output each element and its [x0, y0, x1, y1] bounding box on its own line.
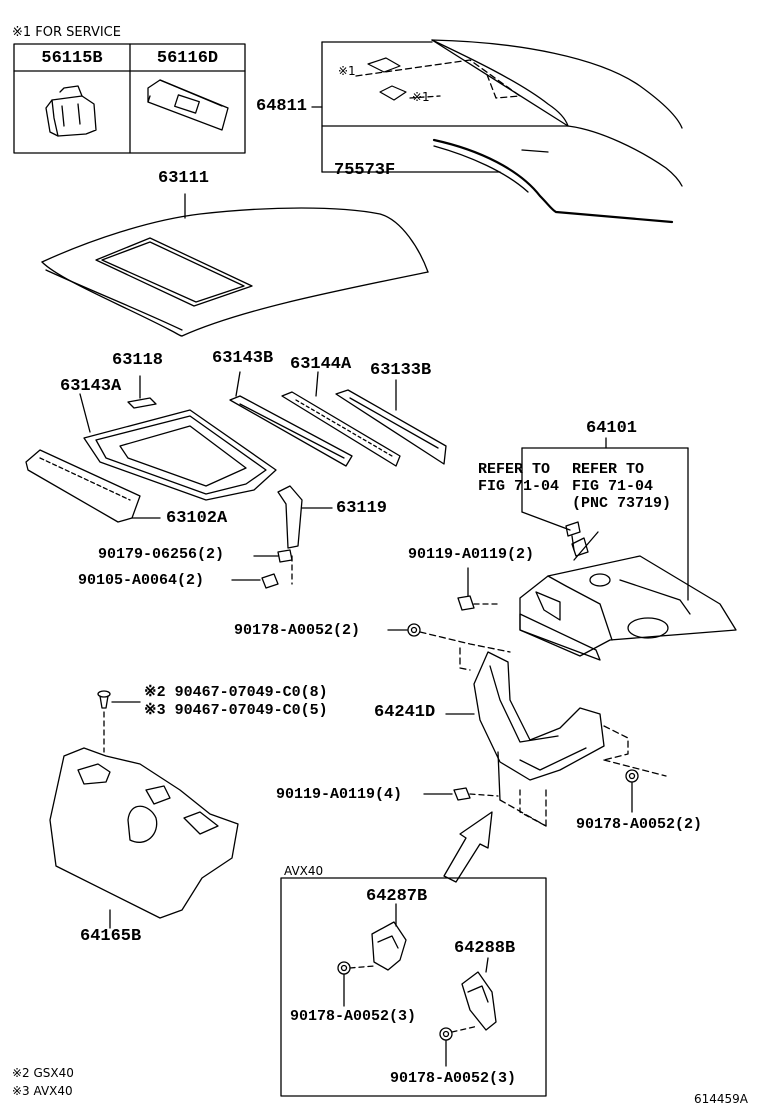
label-64811: 64811 [256, 97, 308, 116]
label-63102A: 63102A [166, 509, 228, 528]
refer2-line2: FIG 71-04 [572, 478, 654, 495]
label-90105-A0064: 90105-A0064(2) [78, 572, 205, 589]
label-63143A: 63143A [60, 377, 122, 396]
note-avx40: ※3 AVX40 [12, 1084, 73, 1098]
refer1-line1: REFER TO [478, 461, 551, 478]
avx40-box [280, 877, 547, 1097]
direction-arrow-icon [443, 811, 493, 883]
label-90467-avx: ※3 90467-07049-C0(5) [144, 702, 328, 719]
label-90467-gsx: ※2 90467-07049-C0(8) [144, 684, 328, 701]
clip-pin-icon [97, 690, 111, 709]
service-mark-upper: ※1 [338, 64, 356, 78]
bolt-icon [253, 549, 293, 563]
label-64287B: 64287B [366, 887, 428, 906]
label-64241D: 64241D [374, 703, 436, 722]
label-90178-A0052-c: 90178-A0052(3) [290, 1008, 417, 1025]
bolt-icon [457, 595, 501, 611]
service-part-56116D: 56116D [156, 49, 219, 68]
service-mark-lower: ※1 [412, 90, 430, 104]
clip-icon [571, 537, 589, 557]
label-63119: 63119 [336, 499, 388, 518]
refer-note-2: REFER TO FIG 71-04 (PNC 73719) [572, 461, 671, 512]
label-75573F: 75573F [334, 161, 396, 180]
label-63118: 63118 [112, 351, 164, 370]
label-64288B: 64288B [454, 939, 516, 958]
label-64165B: 64165B [80, 927, 142, 946]
note-gsx40: ※2 GSX40 [12, 1066, 74, 1080]
center-fasteners [387, 567, 511, 671]
refer-note-1: REFER TO FIG 71-04 [478, 461, 559, 495]
moulding-75573F [321, 138, 674, 224]
label-90119-A0119-b: 90119-A0119(4) [276, 786, 403, 803]
label-63143B: 63143B [212, 349, 274, 368]
label-63133B: 63133B [370, 361, 432, 380]
label-63111: 63111 [158, 169, 210, 188]
refer2-line3: (PNC 73719) [572, 495, 672, 512]
brace-64241D [423, 651, 667, 827]
avx40-title: AVX40 [284, 864, 324, 878]
rear-shelf-64101 [519, 437, 737, 661]
label-90178-A0052-b: 90178-A0052(2) [576, 816, 703, 833]
service-box-title: ※1 FOR SERVICE [12, 25, 121, 40]
clip-icon [45, 85, 97, 137]
bolt-icon [231, 573, 279, 589]
figure-reference-code: 614459A [694, 1092, 749, 1106]
roof-panel-63111 [41, 193, 429, 337]
service-part-56115B: 56115B [41, 49, 103, 68]
retainer-icon [147, 79, 229, 131]
refer1-line2: FIG 71-04 [478, 478, 560, 495]
roof-reinforcements [25, 371, 447, 589]
panel-64811 [311, 39, 683, 187]
label-64101: 64101 [586, 419, 638, 438]
service-box [13, 43, 246, 154]
label-90178-A0052-d: 90178-A0052(3) [390, 1070, 517, 1087]
nut-icon [625, 769, 639, 783]
label-63144A: 63144A [290, 355, 352, 374]
label-90119-A0119-a: 90119-A0119(2) [408, 546, 535, 563]
nut-icon [407, 623, 421, 637]
refer2-line1: REFER TO [572, 461, 645, 478]
label-90178-A0052-a: 90178-A0052(2) [234, 622, 361, 639]
label-90179-06256: 90179-06256(2) [98, 546, 225, 563]
bolt-icon [453, 787, 499, 801]
nut-icon [337, 961, 351, 975]
silencer-64165B [49, 690, 239, 929]
nut-icon [439, 1027, 453, 1041]
